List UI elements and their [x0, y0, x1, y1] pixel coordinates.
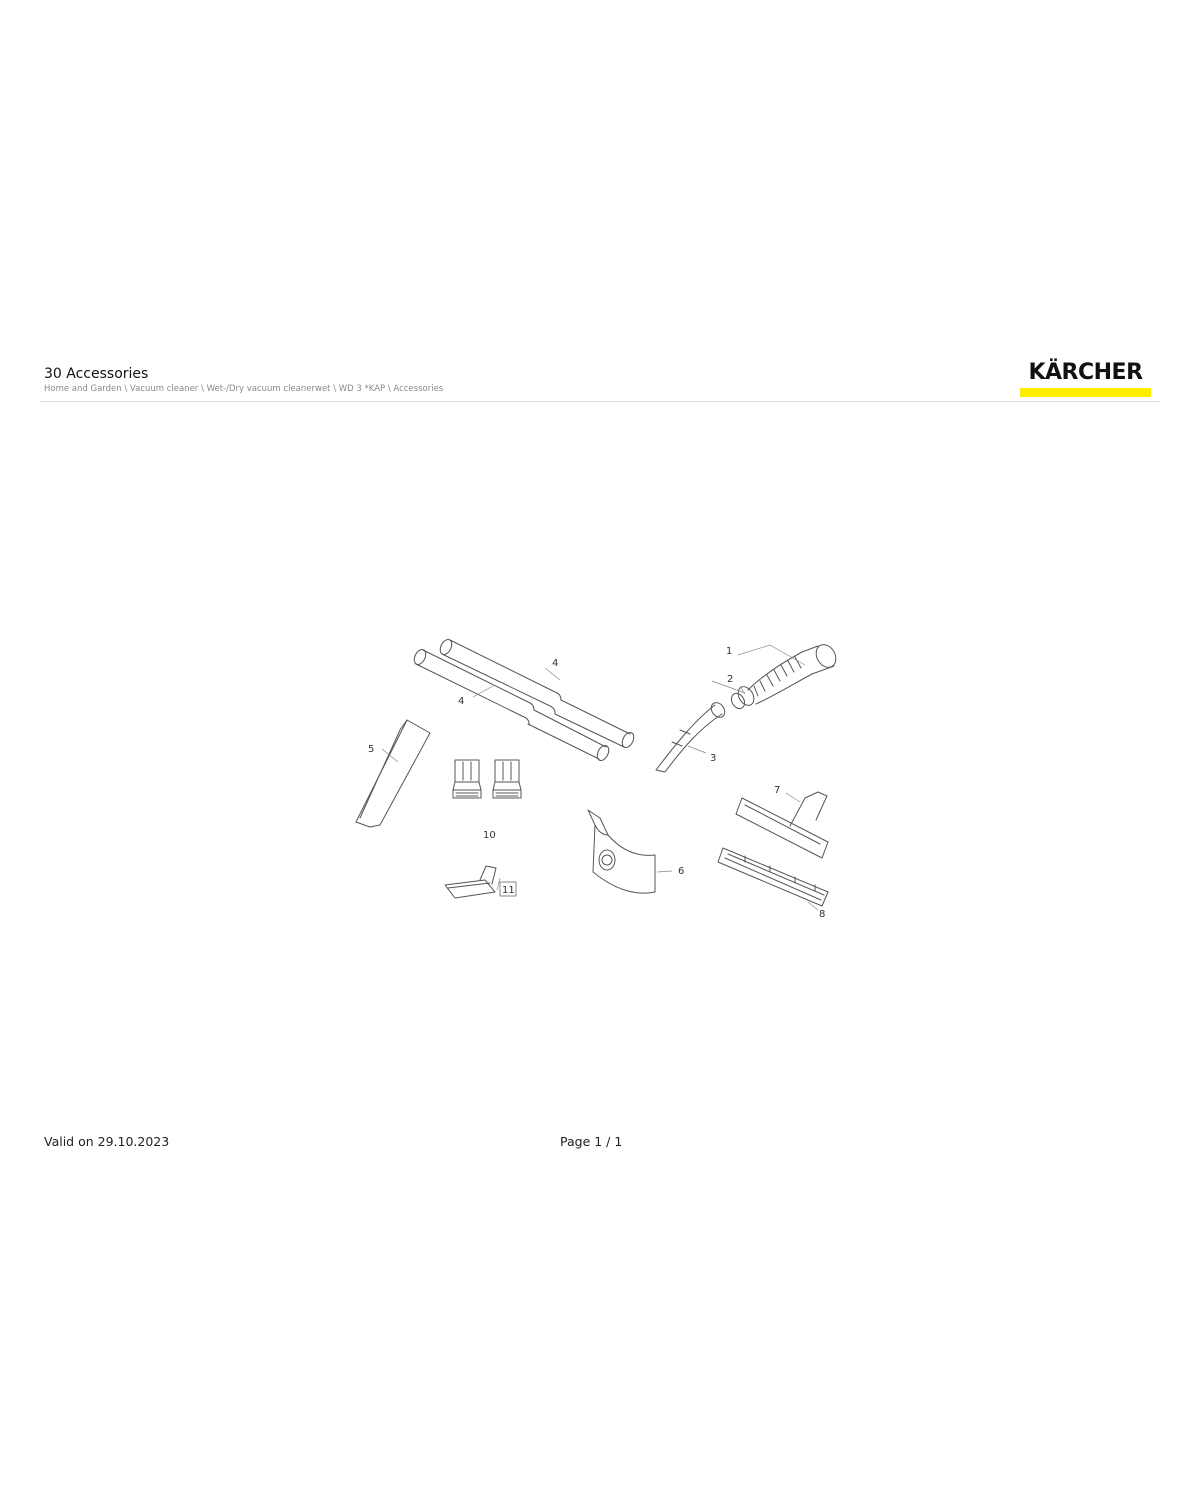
small-floor-nozzle: [444, 865, 497, 899]
page-number: Page 1 / 1: [560, 1134, 623, 1149]
callout-11-box: [499, 881, 517, 897]
breadcrumb: Home and Garden \ Vacuum cleaner \ Wet-/…: [44, 384, 444, 394]
callout-3: 3: [710, 753, 716, 764]
suction-hose: [730, 644, 837, 710]
page-header: 30 Accessories Home and Garden \ Vacuum …: [44, 366, 1160, 402]
accessories-drawing: 1 2 3 4 4 5 6 7 8 10 11: [355, 639, 837, 920]
hose-handle: [655, 702, 726, 773]
upholstery-nozzle-left: [452, 759, 482, 799]
page-title: 30 Accessories: [44, 366, 149, 382]
suction-tube-upper: [439, 639, 635, 748]
callout-2: 2: [727, 674, 733, 685]
exploded-parts-diagram: 1 2 3 4 4 5 6 7 8 10 11: [350, 630, 850, 930]
callout-6: 6: [678, 866, 684, 877]
callout-7: 7: [774, 785, 780, 796]
suction-tube-lower: [413, 649, 610, 761]
callout-8: 8: [819, 909, 825, 920]
callout-11: 11: [502, 885, 515, 896]
floor-nozzle: [735, 791, 829, 859]
wet-nozzle-insert: [717, 847, 829, 907]
filter-bag: [587, 809, 656, 894]
logo-yellow-bar: [1020, 388, 1151, 397]
upholstery-nozzle-right: [492, 759, 522, 799]
callout-1: 1: [726, 646, 732, 657]
callout-5: 5: [368, 744, 374, 755]
karcher-logo: KÄRCHER: [1020, 361, 1151, 397]
logo-wordmark: KÄRCHER: [1028, 360, 1143, 385]
callout-4-lower: 4: [458, 696, 464, 707]
callout-10: 10: [483, 830, 496, 841]
header-divider: [40, 401, 1160, 402]
callout-4-upper: 4: [552, 658, 558, 669]
validity-date: Valid on 29.10.2023: [44, 1134, 170, 1149]
crevice-nozzle: [355, 719, 431, 828]
callout-leaders: [381, 644, 819, 911]
